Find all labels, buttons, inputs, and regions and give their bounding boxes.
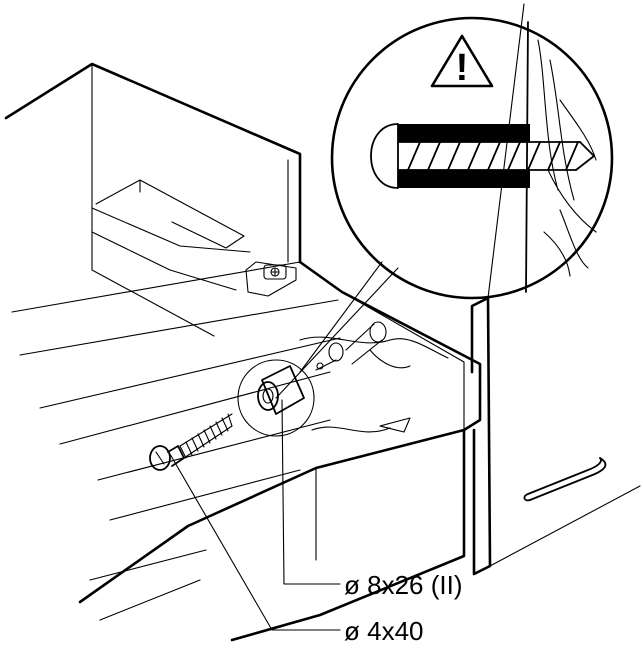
cabinet-carcass [4, 62, 302, 337]
screw-size-label: ø 4x40 [344, 616, 424, 646]
warning-symbol: ! [456, 47, 469, 89]
dowel-size-label: ø 8x26 (II) [344, 570, 463, 600]
detail-inset: ! [330, 16, 614, 300]
door-panel [470, 3, 641, 576]
warning-icon: ! [430, 34, 494, 89]
screw-thread [179, 413, 233, 459]
leader-lines [169, 399, 341, 631]
detail-screw-thread [397, 141, 595, 171]
dowel-assembly [237, 261, 399, 437]
screw [149, 413, 233, 471]
